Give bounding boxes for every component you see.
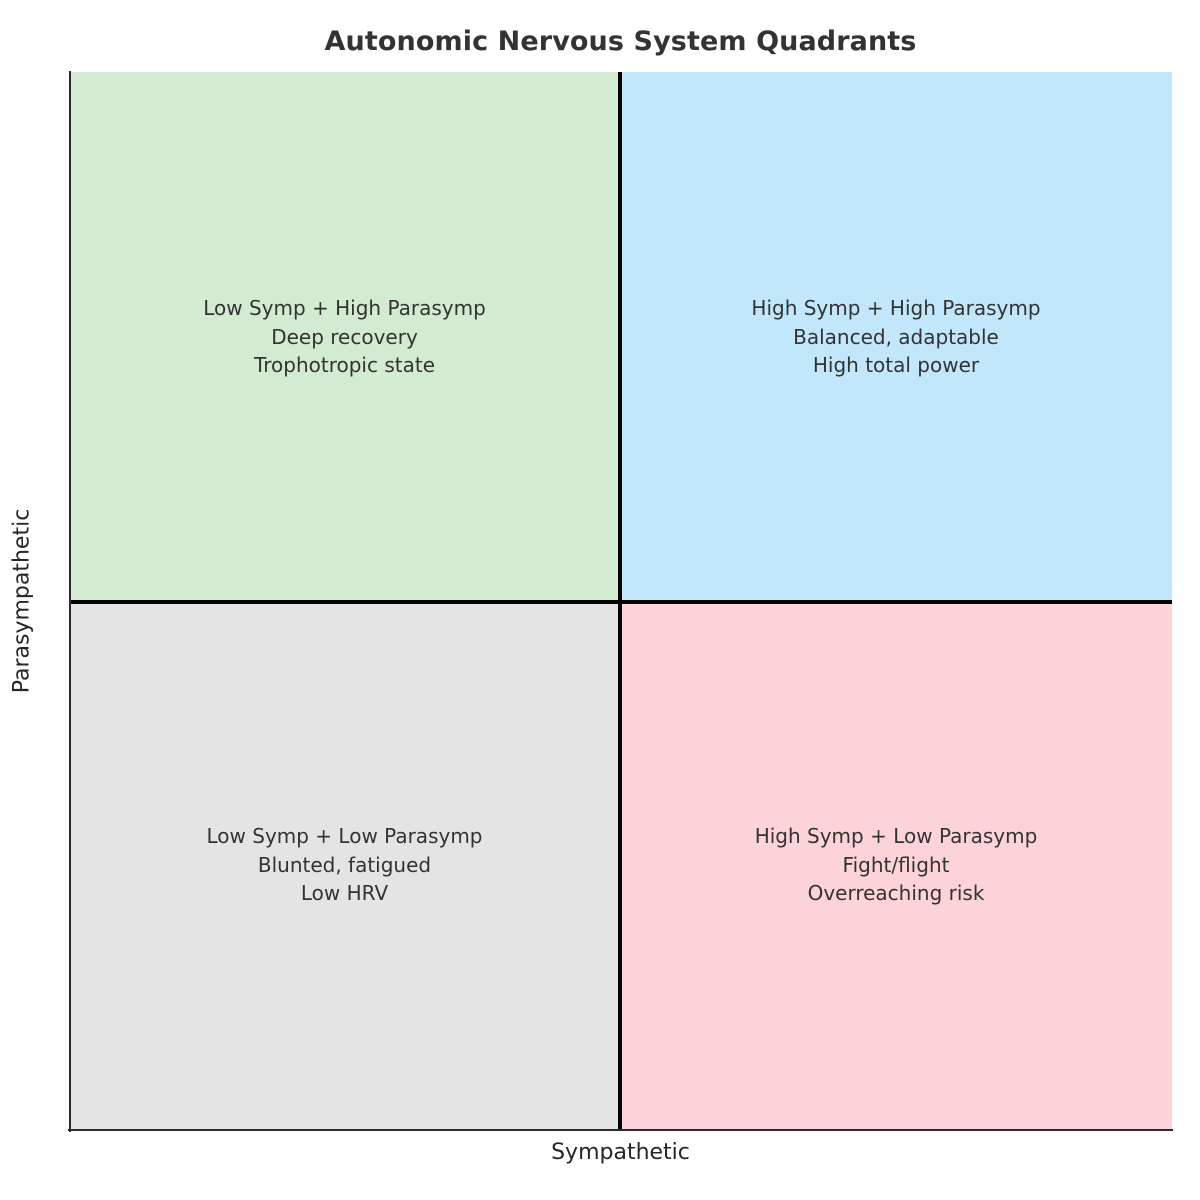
quadrant-bottom-left-label: Low Symp + Low Parasymp Blunted, fatigue… [206, 824, 483, 905]
page-title: Autonomic Nervous System Quadrants [324, 26, 917, 57]
axis-spine-bottom [68, 1129, 1173, 1131]
quadrant-top-right-label: High Symp + High Parasymp Balanced, adap… [751, 296, 1041, 377]
quadrant-top-left[interactable]: Low Symp + High Parasymp Deep recovery T… [69, 72, 620, 602]
quadrant-bottom-left[interactable]: Low Symp + Low Parasymp Blunted, fatigue… [69, 602, 620, 1130]
quadrant-bottom-right[interactable]: High Symp + Low Parasymp Fight/flight Ov… [620, 602, 1172, 1130]
quadrant-top-left-label: Low Symp + High Parasymp Deep recovery T… [203, 296, 486, 377]
y-axis-label: Parasympathetic [9, 508, 35, 694]
y-axis-label-wrapper: Parasympathetic [0, 72, 44, 1130]
axis-spine-left [69, 71, 71, 1132]
divider-horizontal-line [69, 600, 1172, 604]
x-axis-label: Sympathetic [551, 1140, 690, 1165]
plot-area: Low Symp + High Parasymp Deep recovery T… [69, 72, 1172, 1130]
quadrant-top-right[interactable]: High Symp + High Parasymp Balanced, adap… [620, 72, 1172, 602]
quadrant-bottom-right-label: High Symp + Low Parasymp Fight/flight Ov… [754, 824, 1038, 905]
